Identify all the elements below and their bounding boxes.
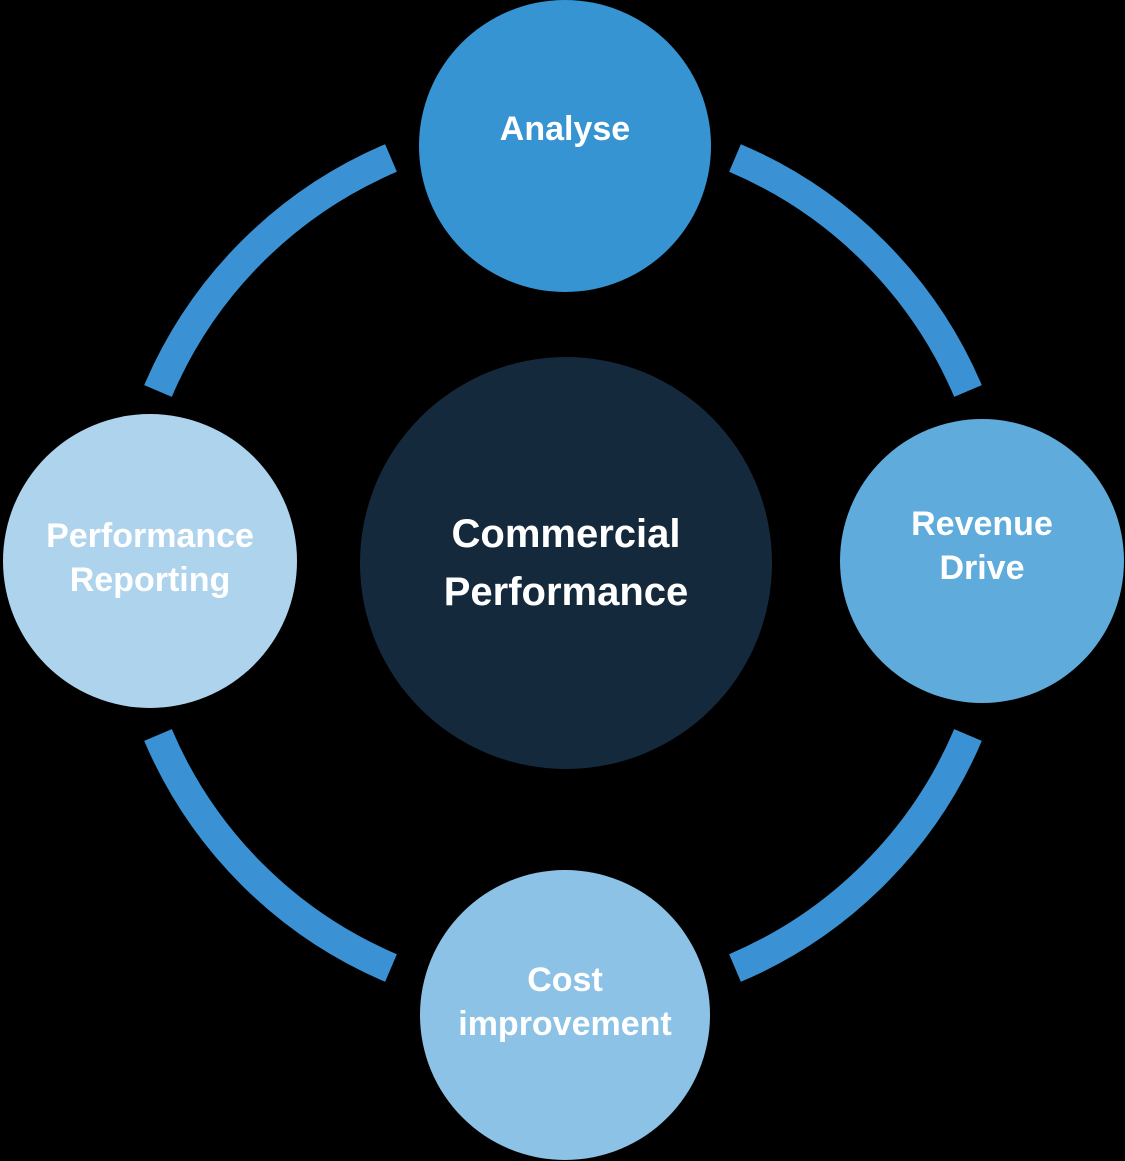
node-commercial-performance-label: Commercial Performance: [443, 512, 689, 614]
node-cost-improvement: Cost improvement: [420, 870, 710, 1160]
node-revenue-drive-label: Revenue Drive: [911, 505, 1053, 587]
ring-arc-bottom-left: [144, 729, 397, 982]
node-performance-reporting-label: Performance Reporting: [46, 517, 254, 599]
ring-arc-bottom-right: [729, 729, 982, 982]
node-revenue-drive: Revenue Drive: [840, 419, 1124, 703]
ring-arc-top-left: [144, 144, 397, 397]
node-analyse: Analyse: [419, 0, 711, 292]
node-performance-reporting: Performance Reporting: [3, 414, 297, 708]
ring-arc-top-right: [729, 144, 982, 397]
node-cost-improvement-label: Cost improvement: [458, 961, 672, 1043]
node-commercial-performance: Commercial Performance: [360, 357, 772, 769]
node-analyse-label: Analyse: [499, 110, 631, 149]
